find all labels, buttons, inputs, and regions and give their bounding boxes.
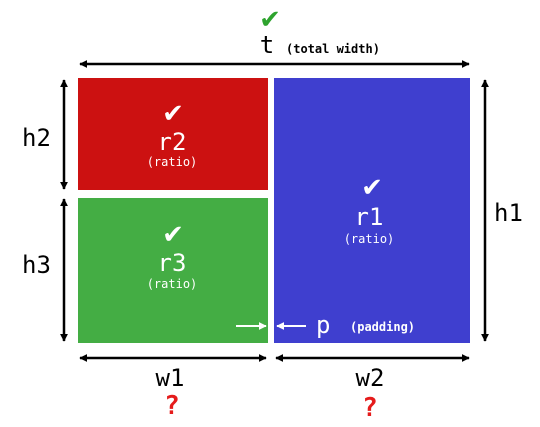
t-note: (total width) xyxy=(286,42,380,56)
h1-label: h1 xyxy=(494,199,523,227)
r3-note: (ratio) xyxy=(147,277,198,291)
t-known-checkmark-icon: ✔ xyxy=(259,5,281,35)
r1-label: r1 xyxy=(355,203,384,231)
r1-note: (ratio) xyxy=(344,232,395,246)
rect-r2 xyxy=(78,78,268,190)
r2-note: (ratio) xyxy=(147,155,198,169)
w2-label: w2 xyxy=(356,364,385,392)
p-note: (padding) xyxy=(350,320,415,334)
w1-label: w1 xyxy=(156,364,185,392)
w1-unknown-question-mark-icon: ? xyxy=(164,391,180,421)
r2-label: r2 xyxy=(158,128,187,156)
w2-unknown-question-mark-icon: ? xyxy=(362,393,378,422)
rect-r3 xyxy=(78,198,268,343)
r1-checkmark-icon: ✔ xyxy=(361,173,383,203)
r2-checkmark-icon: ✔ xyxy=(162,99,184,129)
h2-label: h2 xyxy=(22,124,51,152)
rect-r1 xyxy=(274,78,470,343)
t-label: t xyxy=(260,31,274,59)
r3-checkmark-icon: ✔ xyxy=(162,220,184,250)
p-label: p xyxy=(316,311,330,339)
h3-label: h3 xyxy=(22,251,51,279)
r3-label: r3 xyxy=(158,249,187,277)
